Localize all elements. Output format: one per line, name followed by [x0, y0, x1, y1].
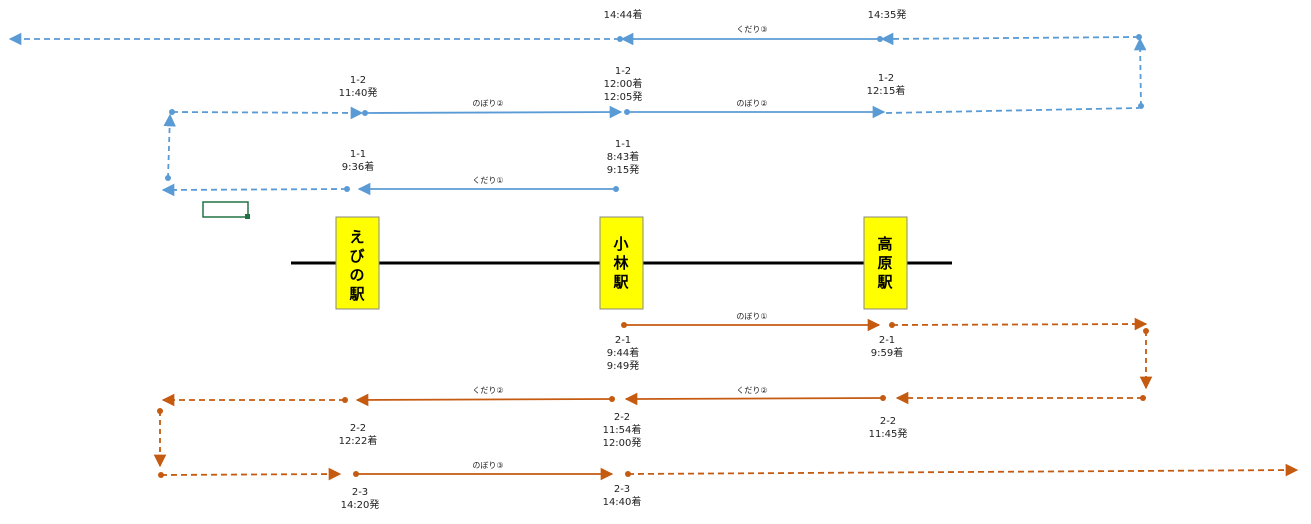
orange-r2-left-time: 12:22着 — [339, 434, 378, 447]
blue-dashed-up — [163, 113, 176, 179]
blue-dashed-up — [1133, 37, 1147, 107]
orange-r2-mid-time1: 11:54着 — [603, 423, 642, 436]
blue-dashed-turn — [171, 106, 364, 120]
station-kobayashi-char: 林 — [613, 254, 629, 272]
blue-r2-tag-right: のぼり② — [736, 99, 767, 108]
blue-r3-mid-time2: 9:15発 — [607, 163, 639, 176]
station-kobayashi: 小 林 駅 — [599, 216, 644, 310]
blue-r2-tag-left: のぼり② — [472, 99, 503, 108]
blue-r2-left-id: 1-2 — [350, 75, 366, 86]
station-kobayashi-char: 小 — [613, 235, 628, 253]
blue-r1-depart: 14:35発 — [868, 8, 907, 21]
orange-r3-tag: のぼり③ — [472, 461, 503, 470]
orange-dashed-exit — [627, 463, 1299, 477]
orange-r2-right-time: 11:45発 — [869, 427, 908, 440]
orange-r2-mid-time2: 12:00発 — [603, 436, 642, 449]
orange-r2-left-id: 2-2 — [350, 423, 366, 434]
station-takaharu-char: 駅 — [876, 273, 893, 291]
blue-r2-right-time: 12:15着 — [867, 84, 906, 97]
blue-r3-mid-id: 1-1 — [615, 139, 631, 150]
blue-r2-right-id: 1-2 — [878, 73, 894, 84]
blue-r3-mid-time1: 8:43着 — [607, 150, 639, 163]
orange-r1-tag: のぼり① — [736, 312, 767, 321]
orange-r1-mid-time2: 9:49発 — [607, 359, 639, 372]
station-ebino: え び の 駅 — [335, 216, 380, 310]
station-takaharu-char: 原 — [877, 254, 892, 272]
orange-r2-mid-id: 2-2 — [614, 412, 630, 423]
station-takaharu: 高 原 駅 — [863, 216, 908, 310]
station-takaharu-char: 高 — [877, 235, 892, 253]
orange-r3-mid-time: 14:40着 — [603, 495, 642, 508]
blue-r2-mid-time1: 12:00着 — [604, 77, 643, 90]
orange-r3-left-time: 14:20発 — [341, 498, 380, 511]
orange-r2-right-id: 2-2 — [880, 416, 896, 427]
orange-run-kudari-2a — [355, 393, 613, 407]
fill-handle[interactable] — [245, 214, 250, 219]
station-ebino-char: 駅 — [348, 285, 365, 303]
blue-r2-mid-time2: 12:05発 — [604, 90, 643, 103]
blue-run-nobori-2a — [364, 105, 623, 119]
station-kobayashi-box — [599, 216, 644, 310]
orange-r3-left-id: 2-3 — [352, 487, 368, 498]
blue-stops — [165, 34, 1144, 192]
blue-r1-arrive: 14:44着 — [604, 8, 643, 21]
blue-dashed-turn — [161, 183, 348, 197]
blue-r3-left-id: 1-1 — [350, 149, 366, 160]
station-kobayashi-char: 駅 — [612, 273, 629, 291]
blue-dashed-turn — [885, 107, 1140, 114]
blue-r2-left-time: 11:40発 — [339, 86, 378, 99]
station-ebino-box — [335, 216, 380, 310]
blue-r3-tag: くだり① — [472, 176, 503, 185]
blue-r2-mid-id: 1-2 — [615, 66, 631, 77]
blue-r3-left-time: 9:36着 — [342, 160, 374, 173]
orange-train-paths — [153, 317, 1299, 481]
orange-r1-mid-id: 2-1 — [615, 335, 631, 346]
blue-r1-tag: くだり③ — [736, 25, 767, 34]
station-ebino-char: え — [349, 228, 364, 246]
orange-dashed-turn — [891, 317, 1148, 331]
orange-r1-right-id: 2-1 — [879, 335, 895, 346]
orange-stops — [157, 322, 1149, 478]
station-ebino-char: び — [349, 247, 364, 265]
station-ebino-char: の — [349, 266, 364, 284]
station-takaharu-box — [863, 216, 908, 310]
selected-cell[interactable] — [202, 201, 249, 218]
blue-train-paths — [8, 32, 1147, 197]
orange-r2-tag-right: くだり② — [736, 386, 767, 395]
orange-r1-mid-time1: 9:44着 — [607, 346, 639, 359]
orange-dashed-turn — [160, 467, 342, 481]
orange-r3-mid-id: 2-3 — [614, 484, 630, 495]
orange-r1-right-time: 9:59着 — [871, 346, 903, 359]
orange-r2-tag-left: くだり② — [472, 386, 503, 395]
blue-dashed-turn — [880, 32, 1140, 46]
orange-run-kudari-2b — [624, 392, 884, 406]
